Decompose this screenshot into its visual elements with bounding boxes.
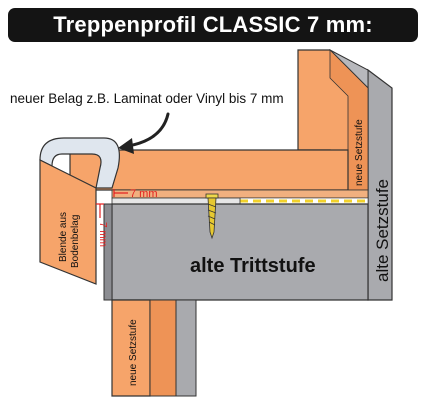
old-tread-block (111, 203, 369, 301)
curved-arrow-icon (118, 112, 170, 154)
dimension-horizontal (113, 189, 128, 197)
title-bar (8, 8, 418, 42)
dimension-horizontal-label: 7 mm (130, 188, 158, 200)
nosing-cover-panel (39, 159, 97, 285)
old-tread-label: alte Trittstufe (190, 255, 316, 277)
new-riser-top-label: neue Setzstufe (354, 119, 365, 186)
nosing-cover-label-line1: Blende aus (58, 212, 69, 262)
dimension-vertical-label: 7 mm (97, 222, 108, 247)
new-riser-bottom-side (149, 299, 177, 397)
dimension-vertical (96, 203, 104, 218)
old-riser-bottom (175, 299, 197, 397)
page-title: Treppenprofil CLASSIC 7 mm: (53, 12, 373, 37)
new-covering-note: neuer Belag z.B. Laminat oder Vinyl bis … (10, 91, 284, 106)
nosing-cover-label-line2: Bodenbelag (70, 215, 81, 268)
new-riser-bottom-label: neue Setzstufe (128, 319, 139, 386)
old-tread-front-edge (103, 203, 113, 301)
old-riser-label: alte Setzstufe (373, 179, 392, 282)
underlay-strip (239, 197, 369, 205)
screw-icon (205, 193, 219, 240)
